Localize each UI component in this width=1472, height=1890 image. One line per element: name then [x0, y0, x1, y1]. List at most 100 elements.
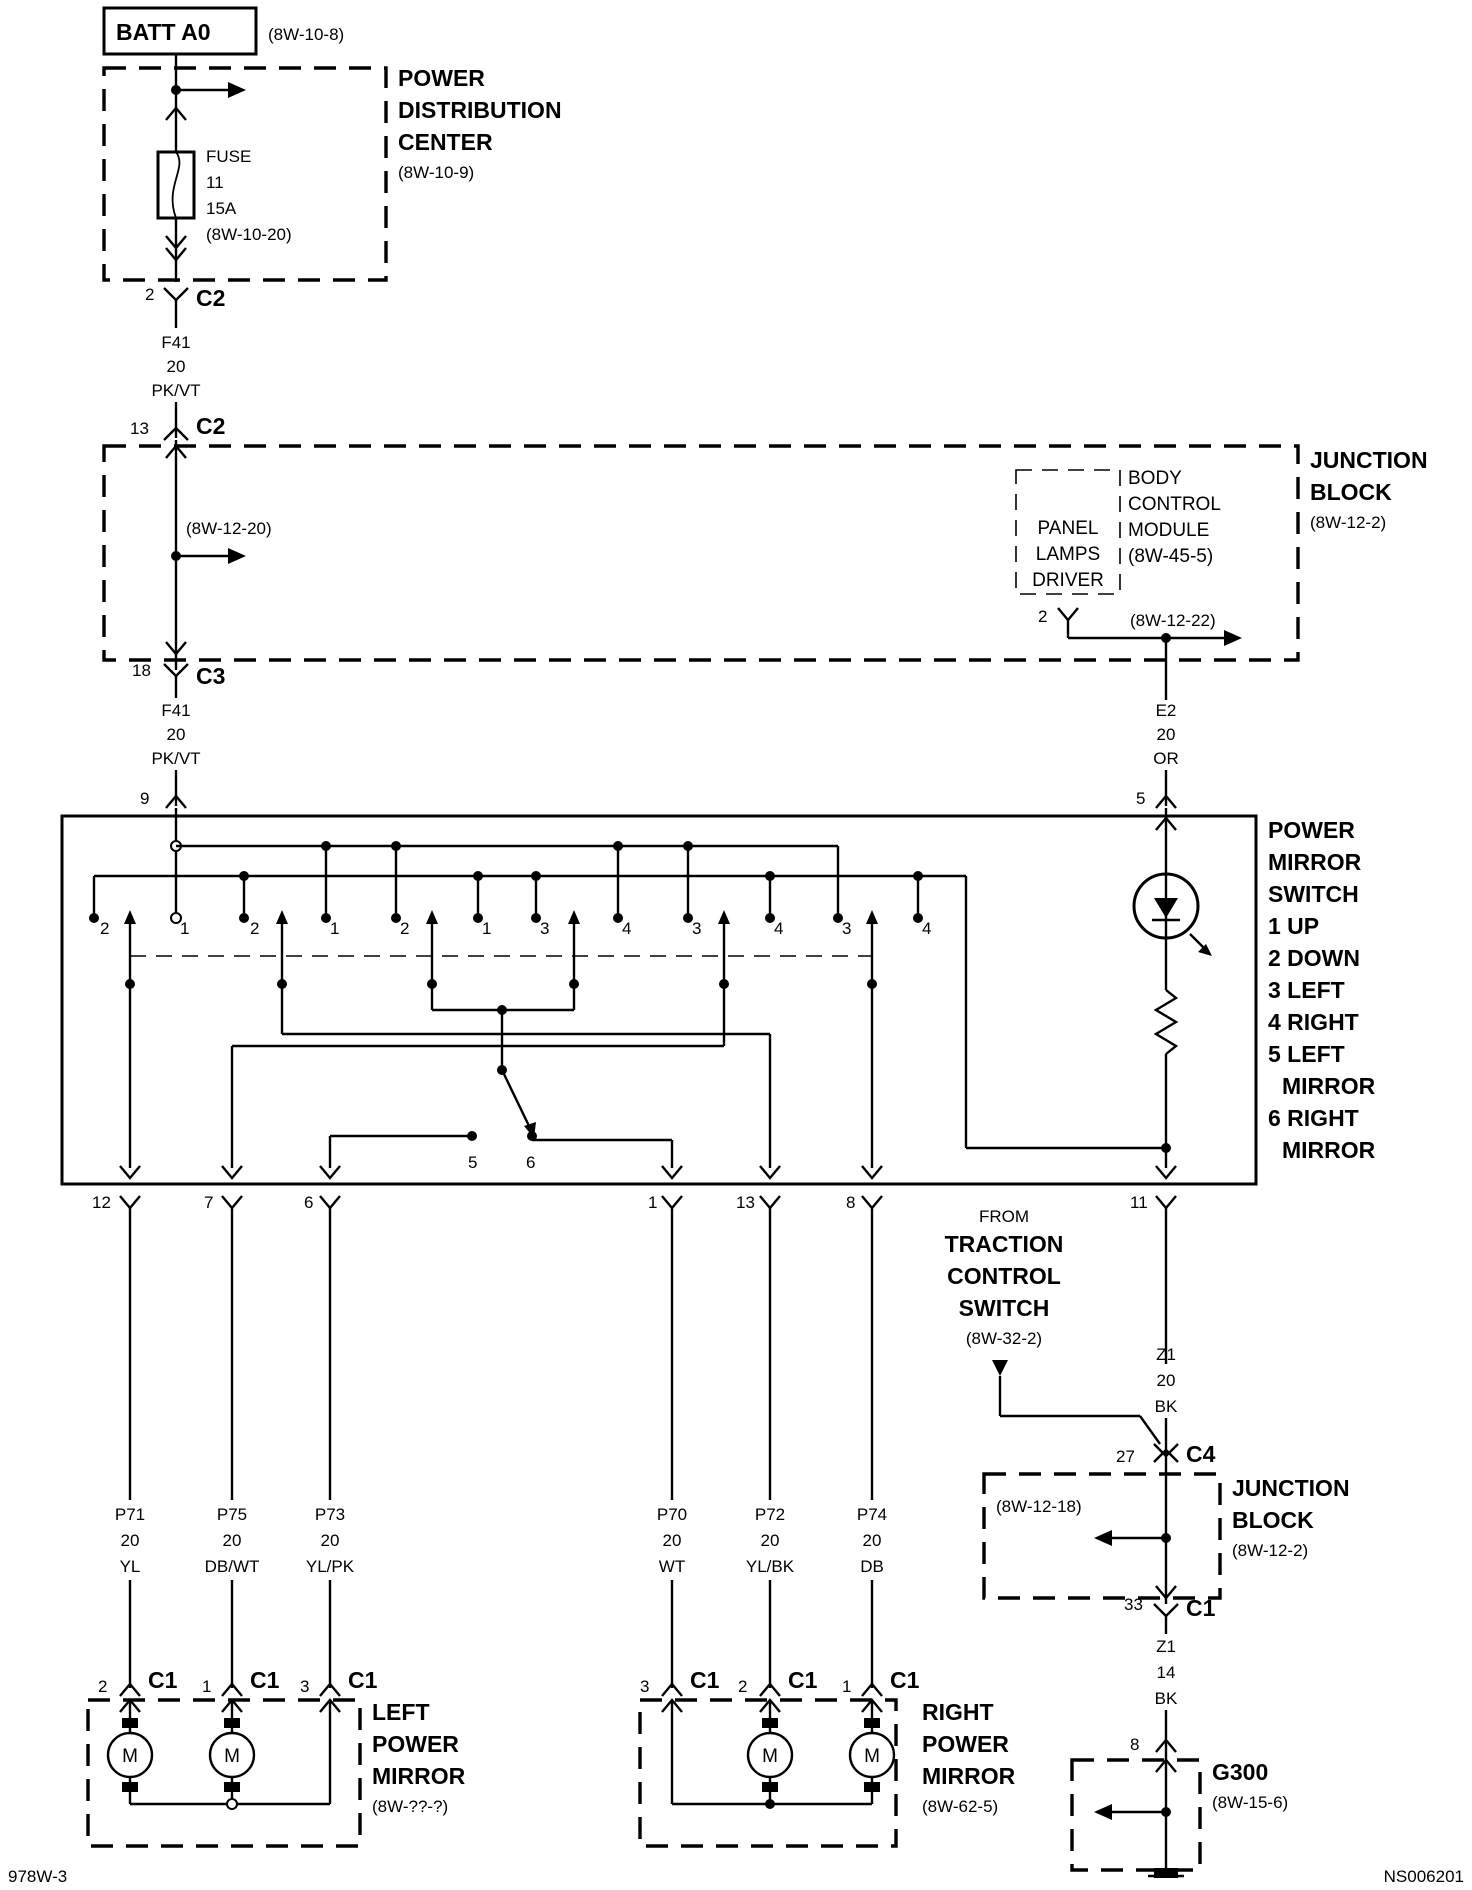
connector-c2-top: 2 C2: [145, 285, 225, 311]
svg-text:1: 1: [482, 919, 491, 938]
power-mirror-switch: POWER MIRROR SWITCH 1 UP 2 DOWN 3 LEFT 4…: [60, 789, 1376, 1186]
svg-text:2: 2: [145, 285, 154, 304]
left-vertical-motor-icon: M: [106, 1718, 154, 1792]
svg-text:20: 20: [761, 1531, 780, 1550]
svg-text:20: 20: [1157, 1371, 1176, 1390]
svg-text:POWER: POWER: [372, 1731, 459, 1757]
svg-text:RIGHT: RIGHT: [922, 1699, 994, 1725]
svg-text:MODULE: MODULE: [1128, 520, 1209, 541]
svg-text:BLOCK: BLOCK: [1232, 1507, 1314, 1533]
svg-text:20: 20: [663, 1531, 682, 1550]
svg-text:2: 2: [738, 1677, 747, 1696]
svg-text:WT: WT: [659, 1557, 685, 1576]
svg-text:3 LEFT: 3 LEFT: [1268, 977, 1345, 1003]
svg-text:13: 13: [736, 1193, 755, 1212]
svg-text:C3: C3: [196, 663, 225, 689]
connector-c2-bottom: 13 C2: [130, 413, 225, 441]
footer-left-code: 978W-3: [8, 1867, 67, 1886]
svg-text:7: 7: [204, 1193, 213, 1212]
svg-text:PANEL: PANEL: [1038, 518, 1099, 539]
svg-text:20: 20: [1157, 725, 1176, 744]
footer-right-code: NS006201: [1384, 1867, 1464, 1886]
svg-text:PK/VT: PK/VT: [151, 749, 200, 768]
svg-text:DB/WT: DB/WT: [205, 1557, 260, 1576]
svg-text:20: 20: [121, 1531, 140, 1550]
svg-text:20: 20: [863, 1531, 882, 1550]
svg-text:P70: P70: [657, 1505, 687, 1524]
wire-p73: P73 20 YL/PK: [296, 1502, 364, 1578]
svg-text:F41: F41: [161, 333, 190, 352]
svg-text:15A: 15A: [206, 199, 237, 218]
svg-text:M: M: [864, 1746, 880, 1767]
svg-text:9: 9: [140, 789, 149, 808]
svg-text:M: M: [224, 1746, 240, 1767]
ground-g300: 8 G300 (8W-15-6): [1070, 1735, 1288, 1878]
wire-z1-a: Z1 20 BK: [1155, 1345, 1178, 1416]
svg-text:PK/VT: PK/VT: [151, 381, 200, 400]
svg-text:4 RIGHT: 4 RIGHT: [1268, 1009, 1359, 1035]
switch-input-pin-9: 9: [140, 789, 187, 809]
svg-text:BK: BK: [1155, 1689, 1178, 1708]
svg-text:(8W-12-2): (8W-12-2): [1232, 1541, 1308, 1560]
wire-p71: P71 20 YL: [104, 1502, 156, 1578]
svg-text:C4: C4: [1186, 1441, 1216, 1467]
svg-text:SWITCH: SWITCH: [1268, 881, 1359, 907]
svg-text:CENTER: CENTER: [398, 129, 493, 155]
svg-text:MIRROR: MIRROR: [1282, 1073, 1376, 1099]
svg-text:(8W-12-2): (8W-12-2): [1310, 513, 1386, 532]
svg-text:C1: C1: [1186, 1595, 1216, 1621]
svg-text:1: 1: [842, 1677, 851, 1696]
svg-text:F41: F41: [161, 701, 190, 720]
illumination-led-icon: [1132, 808, 1212, 956]
svg-text:MIRROR: MIRROR: [1282, 1137, 1376, 1163]
svg-text:8: 8: [846, 1193, 855, 1212]
connector-c4: 27 C4: [1116, 1441, 1216, 1467]
svg-text:3: 3: [540, 919, 549, 938]
svg-text:5: 5: [468, 1153, 477, 1172]
svg-text:(8W-10-8): (8W-10-8): [268, 25, 344, 44]
svg-text:FUSE: FUSE: [206, 147, 251, 166]
svg-text:BATT A0: BATT A0: [116, 19, 211, 45]
svg-text:MIRROR: MIRROR: [372, 1763, 466, 1789]
svg-text:POWER: POWER: [1268, 817, 1355, 843]
svg-text:5: 5: [1136, 789, 1145, 808]
wire-f41-b: F41 20 PK/VT: [151, 701, 200, 768]
svg-text:4: 4: [922, 919, 931, 938]
svg-text:2: 2: [1038, 607, 1047, 626]
svg-text:POWER: POWER: [922, 1731, 1009, 1757]
svg-text:DB: DB: [860, 1557, 884, 1576]
wire-p72: P72 20 YL/BK: [736, 1502, 804, 1578]
wire-p75: P75 20 DB/WT: [196, 1502, 268, 1578]
svg-text:5 LEFT: 5 LEFT: [1268, 1041, 1345, 1067]
switch-arms: [124, 910, 878, 1168]
svg-text:4: 4: [774, 919, 783, 938]
svg-text:(8W-45-5): (8W-45-5): [1128, 546, 1213, 567]
svg-text:C1: C1: [690, 1667, 720, 1693]
svg-text:E2: E2: [1156, 701, 1177, 720]
svg-text:M: M: [122, 1746, 138, 1767]
svg-text:LAMPS: LAMPS: [1036, 544, 1100, 565]
svg-text:(8W-32-2): (8W-32-2): [966, 1329, 1042, 1348]
body-control-module: PANEL LAMPS DRIVER BODY CONTROL MODULE (…: [1015, 468, 1221, 595]
svg-text:POWER: POWER: [398, 65, 485, 91]
svg-text:33: 33: [1124, 1595, 1143, 1614]
svg-text:1: 1: [330, 919, 339, 938]
svg-text:P75: P75: [217, 1505, 247, 1524]
wire-f41-a: F41 20 PK/VT: [151, 333, 200, 400]
svg-text:2: 2: [250, 919, 259, 938]
svg-text:P71: P71: [115, 1505, 145, 1524]
svg-text:20: 20: [321, 1531, 340, 1550]
svg-text:YL/PK: YL/PK: [306, 1557, 355, 1576]
wire-p70: P70 20 WT: [646, 1502, 698, 1578]
right-horizontal-motor-icon: M: [746, 1718, 794, 1792]
svg-text:(8W-12-22): (8W-12-22): [1130, 611, 1216, 630]
svg-text:FROM: FROM: [979, 1207, 1029, 1226]
svg-text:20: 20: [223, 1531, 242, 1550]
switch-input-pin-5: 5: [1136, 789, 1177, 809]
svg-text:2: 2: [98, 1677, 107, 1696]
svg-text:18: 18: [132, 661, 151, 680]
svg-text:Z1: Z1: [1156, 1637, 1176, 1656]
svg-text:G300: G300: [1212, 1759, 1268, 1785]
svg-text:BK: BK: [1155, 1397, 1178, 1416]
svg-text:BODY: BODY: [1128, 468, 1182, 489]
